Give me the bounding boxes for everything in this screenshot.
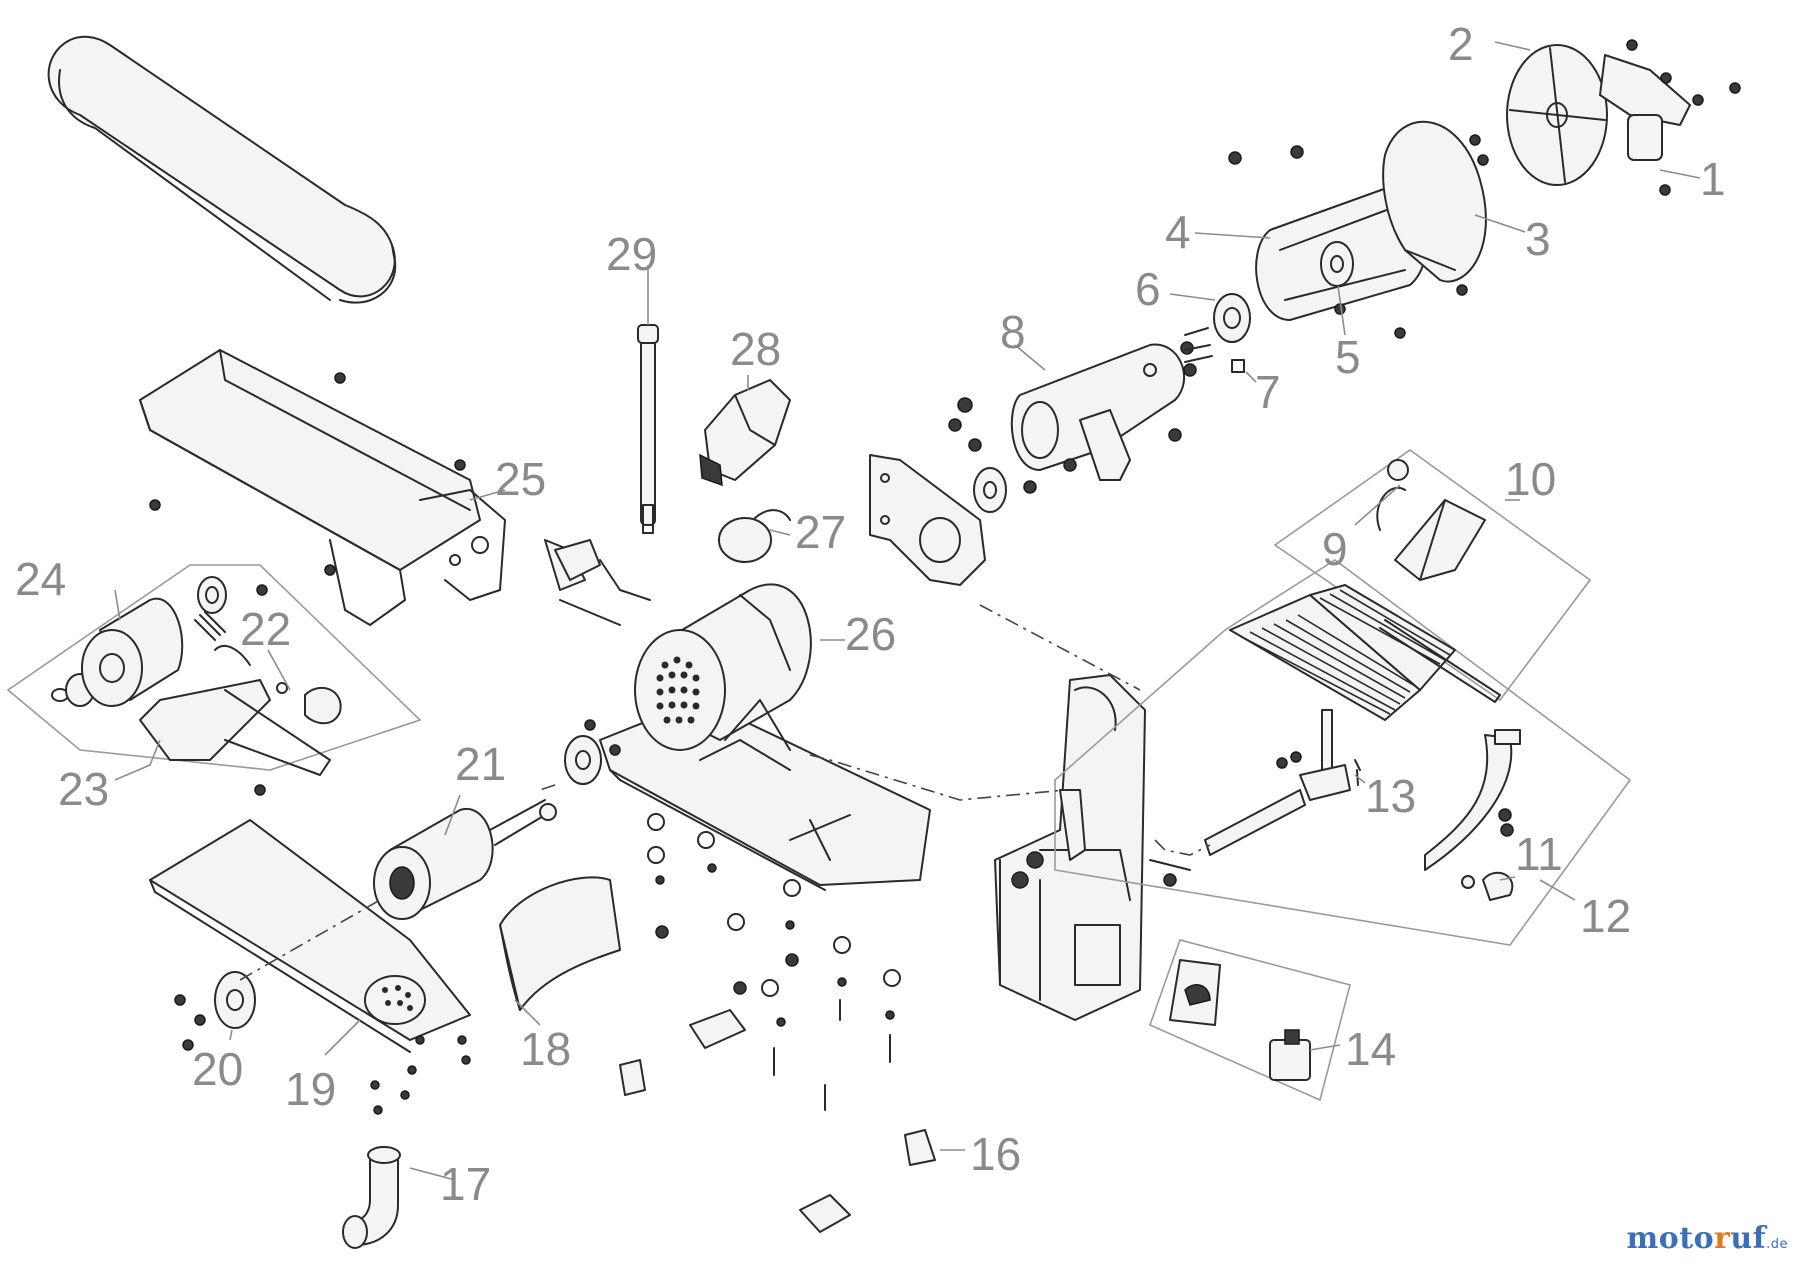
bottom-plate <box>149 819 471 1115</box>
power-plug <box>554 539 651 601</box>
motor-bracket <box>869 397 1037 586</box>
group-box-table <box>1054 559 1632 946</box>
callout-6: 6 <box>1135 263 1161 315</box>
mitre-gauge <box>1376 459 1486 581</box>
brand-main: moto <box>1626 1221 1715 1256</box>
callout-1: 1 <box>1700 153 1726 205</box>
drum-flange <box>564 719 621 785</box>
table-trunnion <box>1424 729 1521 901</box>
drum-cover <box>499 876 621 1011</box>
clamp-pin <box>1354 759 1361 786</box>
work-table <box>1204 584 1501 856</box>
assembly-line-drum <box>539 784 556 791</box>
callout-29: 29 <box>606 228 657 280</box>
brand-rest: uf <box>1730 1221 1767 1256</box>
dust-port-cover <box>1469 39 1741 196</box>
callout-26: 26 <box>845 608 896 660</box>
disc-guard <box>1382 120 1487 296</box>
callout-14: 14 <box>1345 1023 1396 1075</box>
brand-accent: r <box>1714 1221 1731 1256</box>
callout-numbers: 1 2 3 4 5 6 7 8 9 10 11 12 13 14 16 17 1… <box>15 18 1726 1210</box>
callout-16: 16 <box>970 1128 1021 1180</box>
group-box-tracking <box>6 564 422 771</box>
brand-watermark: motoruf.de <box>1626 1221 1788 1256</box>
callout-17: 17 <box>440 1158 491 1210</box>
callout-19: 19 <box>285 1063 336 1115</box>
dust-elbow <box>342 1146 401 1249</box>
callout-20: 20 <box>192 1043 243 1095</box>
base-frame <box>994 674 1191 1021</box>
callout-28: 28 <box>730 323 781 375</box>
callout-3: 3 <box>1525 213 1551 265</box>
motor-fan-grille <box>656 656 700 724</box>
leader-lines <box>114 41 1701 1181</box>
callout-7: 7 <box>1255 366 1281 418</box>
callout-9: 9 <box>1322 523 1348 575</box>
callout-5: 5 <box>1335 331 1361 383</box>
fastener-set <box>647 813 901 1111</box>
callout-10: 10 <box>1505 453 1556 505</box>
on-off-switch <box>1169 959 1311 1081</box>
sanding-belt <box>47 35 397 304</box>
sanding-disc <box>1506 44 1608 186</box>
assembly-line-motor <box>809 754 1066 801</box>
callout-12: 12 <box>1580 890 1631 942</box>
drive-drum-assembly <box>51 576 342 796</box>
callout-27: 27 <box>795 506 846 558</box>
bearing <box>1184 293 1251 363</box>
assembly-line-plate <box>239 899 381 981</box>
callout-18: 18 <box>520 1023 571 1075</box>
capacitor-box <box>699 379 791 487</box>
callout-2: 2 <box>1448 18 1474 70</box>
callout-22: 22 <box>240 603 291 655</box>
assembly-line-table <box>1154 839 1211 856</box>
callout-25: 25 <box>495 453 546 505</box>
callout-4: 4 <box>1165 206 1191 258</box>
motor-assembly <box>544 539 931 891</box>
belt-frame <box>139 349 506 626</box>
assembly-line-pulley <box>979 604 1141 691</box>
drive-drum <box>373 799 557 920</box>
callout-8: 8 <box>1000 306 1026 358</box>
pulley-housing <box>1010 341 1197 481</box>
group-box-switch <box>1148 939 1351 1102</box>
rod <box>637 324 659 534</box>
rubber-feet <box>619 1009 936 1233</box>
callout-11: 11 <box>1515 828 1563 880</box>
capacitor <box>718 509 791 563</box>
key <box>1231 359 1245 373</box>
callout-23: 23 <box>58 763 109 815</box>
callout-13: 13 <box>1365 770 1416 822</box>
brand-tld: .de <box>1766 1237 1788 1252</box>
callout-24: 24 <box>15 553 66 605</box>
callout-21: 21 <box>455 738 506 790</box>
